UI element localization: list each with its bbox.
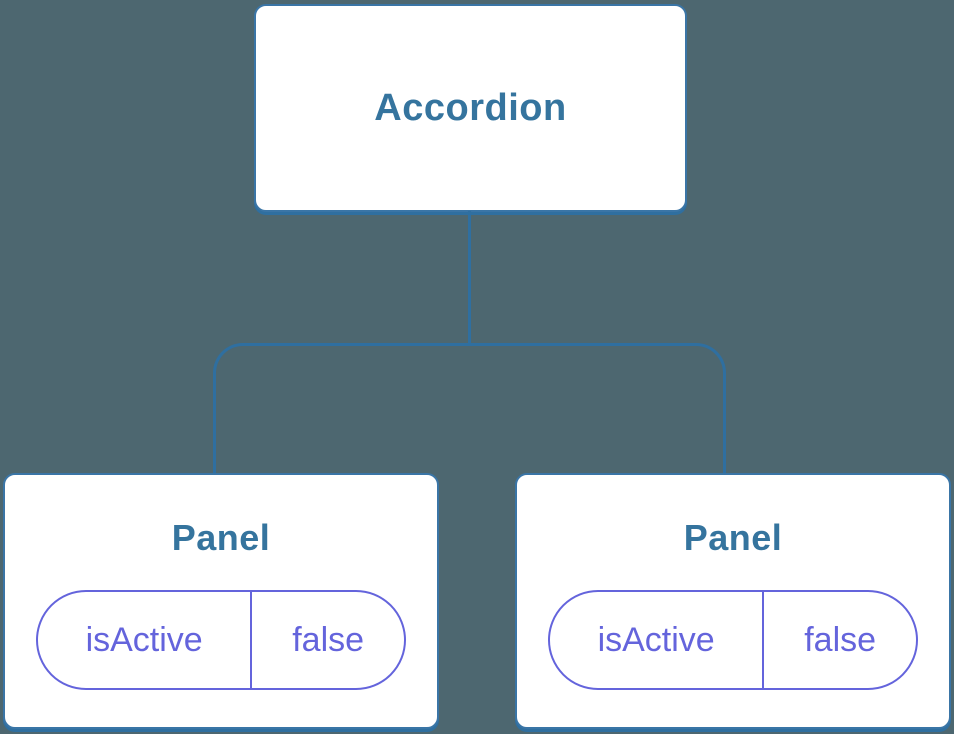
accordion-node-label: Accordion <box>374 86 567 129</box>
state-pill: isActive false <box>548 590 918 690</box>
state-key: isActive <box>550 592 765 688</box>
state-pill: isActive false <box>36 590 406 690</box>
state-value: false <box>292 620 365 659</box>
panel-node-label: Panel <box>171 517 271 558</box>
state-key: isActive <box>38 592 253 688</box>
connector-stem <box>468 211 471 345</box>
panel-node-left: Panel isActive false <box>3 473 439 729</box>
state-value: false <box>804 620 877 659</box>
panel-node-right: Panel isActive false <box>515 473 951 729</box>
panel-node-label: Panel <box>683 517 783 558</box>
connector-branch <box>213 343 726 475</box>
accordion-node: Accordion <box>254 4 687 212</box>
